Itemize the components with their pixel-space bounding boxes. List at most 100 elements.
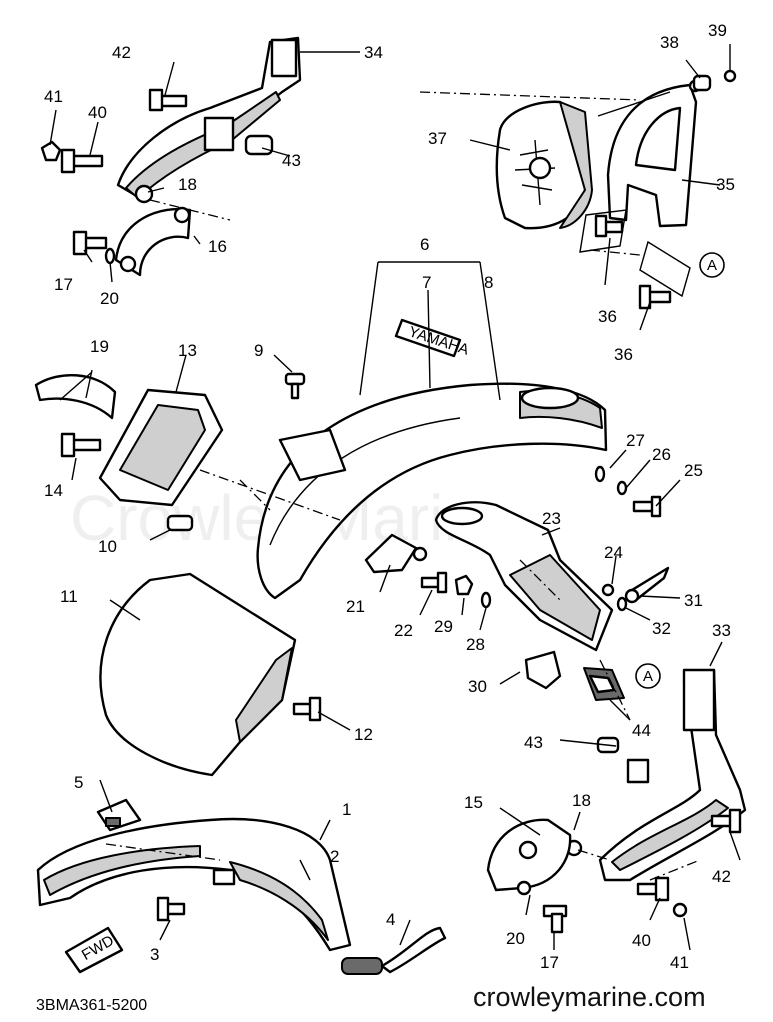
part-34-grab-bar[interactable] (116, 36, 302, 199)
callout-28: 28 (466, 635, 485, 654)
callout-4: 4 (386, 910, 395, 929)
part-32-washer[interactable] (616, 596, 628, 612)
callout-41: 41 (44, 87, 63, 106)
part-22-bolt[interactable] (420, 571, 448, 594)
callout-25: 25 (684, 461, 703, 480)
callout-20-second: 20 (506, 929, 525, 948)
part-44-reflector[interactable] (583, 667, 625, 701)
callout-2: 2 (330, 847, 339, 866)
callout-30: 30 (468, 677, 487, 696)
diagram-code: 3BMA361-5200 (36, 997, 148, 1014)
part-41-nut-second[interactable] (672, 902, 688, 918)
callout-31: 31 (684, 591, 703, 610)
part-43-nut[interactable] (244, 134, 274, 156)
part-20-washer[interactable] (104, 247, 116, 265)
svg-text:A: A (643, 668, 653, 685)
callout-37: 37 (428, 129, 447, 148)
callout-20: 20 (100, 289, 119, 308)
part-38-bushing[interactable] (692, 74, 712, 92)
part-16-bracket[interactable] (114, 206, 192, 277)
part-13-bracket[interactable] (98, 388, 224, 507)
callout-18-second: 18 (572, 791, 591, 810)
callout-19: 19 (90, 337, 109, 356)
part-4-reflector[interactable] (341, 926, 447, 975)
part-25-bolt[interactable] (632, 495, 662, 518)
part-36-bolt[interactable] (594, 214, 624, 238)
callout-1: 1 (342, 800, 351, 819)
callout-7: 7 (422, 273, 431, 292)
part-42-bolt[interactable] (148, 88, 188, 112)
part-18-collar[interactable] (134, 184, 154, 204)
part-36-bolt-second[interactable] (638, 284, 672, 310)
callout-8: 8 (484, 273, 493, 292)
callout-44: 44 (632, 721, 651, 740)
part-40-bolt[interactable] (60, 148, 104, 174)
emblem-text: YAMAHA (407, 323, 471, 358)
part-21-bracket[interactable] (364, 533, 428, 574)
part-5-clip[interactable] (96, 798, 142, 832)
callout-36-second: 36 (614, 345, 633, 364)
callout-29: 29 (434, 617, 453, 636)
reference-marker-a-top: A (699, 252, 725, 278)
callout-42: 42 (112, 43, 131, 62)
callout-34: 34 (364, 43, 383, 62)
part-33-grab-bar[interactable] (598, 668, 747, 882)
callout-10: 10 (98, 537, 117, 556)
callout-22: 22 (394, 621, 413, 640)
part-23-license-bracket[interactable] (434, 501, 614, 652)
part-14-bolt[interactable] (60, 432, 102, 458)
callout-labels: 1 2 3 4 5 6 7 8 9 10 11 12 13 14 15 16 1… (44, 21, 735, 972)
part-11-inner-fender[interactable] (99, 572, 297, 777)
part-7-emblem[interactable]: YAMAHA (394, 318, 471, 359)
callout-23: 23 (542, 509, 561, 528)
part-28-washer[interactable] (480, 591, 492, 609)
part-24-nut[interactable] (601, 583, 615, 597)
part-35-backrest-frame[interactable] (606, 79, 702, 228)
callout-14: 14 (44, 481, 63, 500)
callout-40-second: 40 (632, 931, 651, 950)
part-39-nut[interactable] (723, 69, 737, 83)
callout-27: 27 (626, 431, 645, 450)
part-1-front-fender[interactable] (36, 817, 352, 952)
part-12-bolt[interactable] (292, 696, 322, 722)
part-17-bolt[interactable] (72, 230, 108, 256)
callout-18: 18 (178, 175, 197, 194)
part-17-bolt-second[interactable] (542, 904, 568, 934)
callout-38: 38 (660, 33, 679, 52)
part-27-washer[interactable] (594, 465, 606, 483)
site-url-text: crowleymarine.com (473, 982, 706, 1012)
part-10-nut[interactable] (166, 514, 194, 532)
callout-9: 9 (254, 341, 263, 360)
callout-5: 5 (74, 773, 83, 792)
part-15-cover[interactable] (486, 818, 572, 892)
part-31-clip[interactable] (624, 566, 670, 604)
part-6-rear-fender[interactable] (256, 382, 608, 600)
part-29-nut[interactable] (454, 574, 474, 596)
part-3-bolt[interactable] (156, 896, 186, 922)
callout-13: 13 (178, 341, 197, 360)
callout-40: 40 (88, 103, 107, 122)
callout-17: 17 (54, 275, 73, 294)
callout-15: 15 (464, 793, 483, 812)
callout-42-second: 42 (712, 867, 731, 886)
part-40-bolt-second[interactable] (636, 876, 670, 902)
callout-35: 35 (716, 175, 735, 194)
callout-33: 33 (712, 621, 731, 640)
part-30-plate[interactable] (524, 650, 562, 690)
callout-26: 26 (652, 445, 671, 464)
part-19-strip[interactable] (34, 374, 117, 420)
part-9-screw[interactable] (284, 372, 306, 400)
svg-text:A: A (707, 257, 717, 274)
part-26-washer[interactable] (616, 480, 628, 496)
part-41-nut[interactable] (40, 140, 62, 162)
callout-41-second: 41 (670, 953, 689, 972)
callout-32: 32 (652, 619, 671, 638)
callout-3: 3 (150, 945, 159, 964)
part-37-backrest-pad[interactable] (495, 100, 593, 230)
part-42-bolt-second[interactable] (710, 808, 742, 834)
part-20-washer-second[interactable] (516, 880, 532, 896)
callout-17-second: 17 (540, 953, 559, 972)
callout-11: 11 (60, 587, 78, 606)
